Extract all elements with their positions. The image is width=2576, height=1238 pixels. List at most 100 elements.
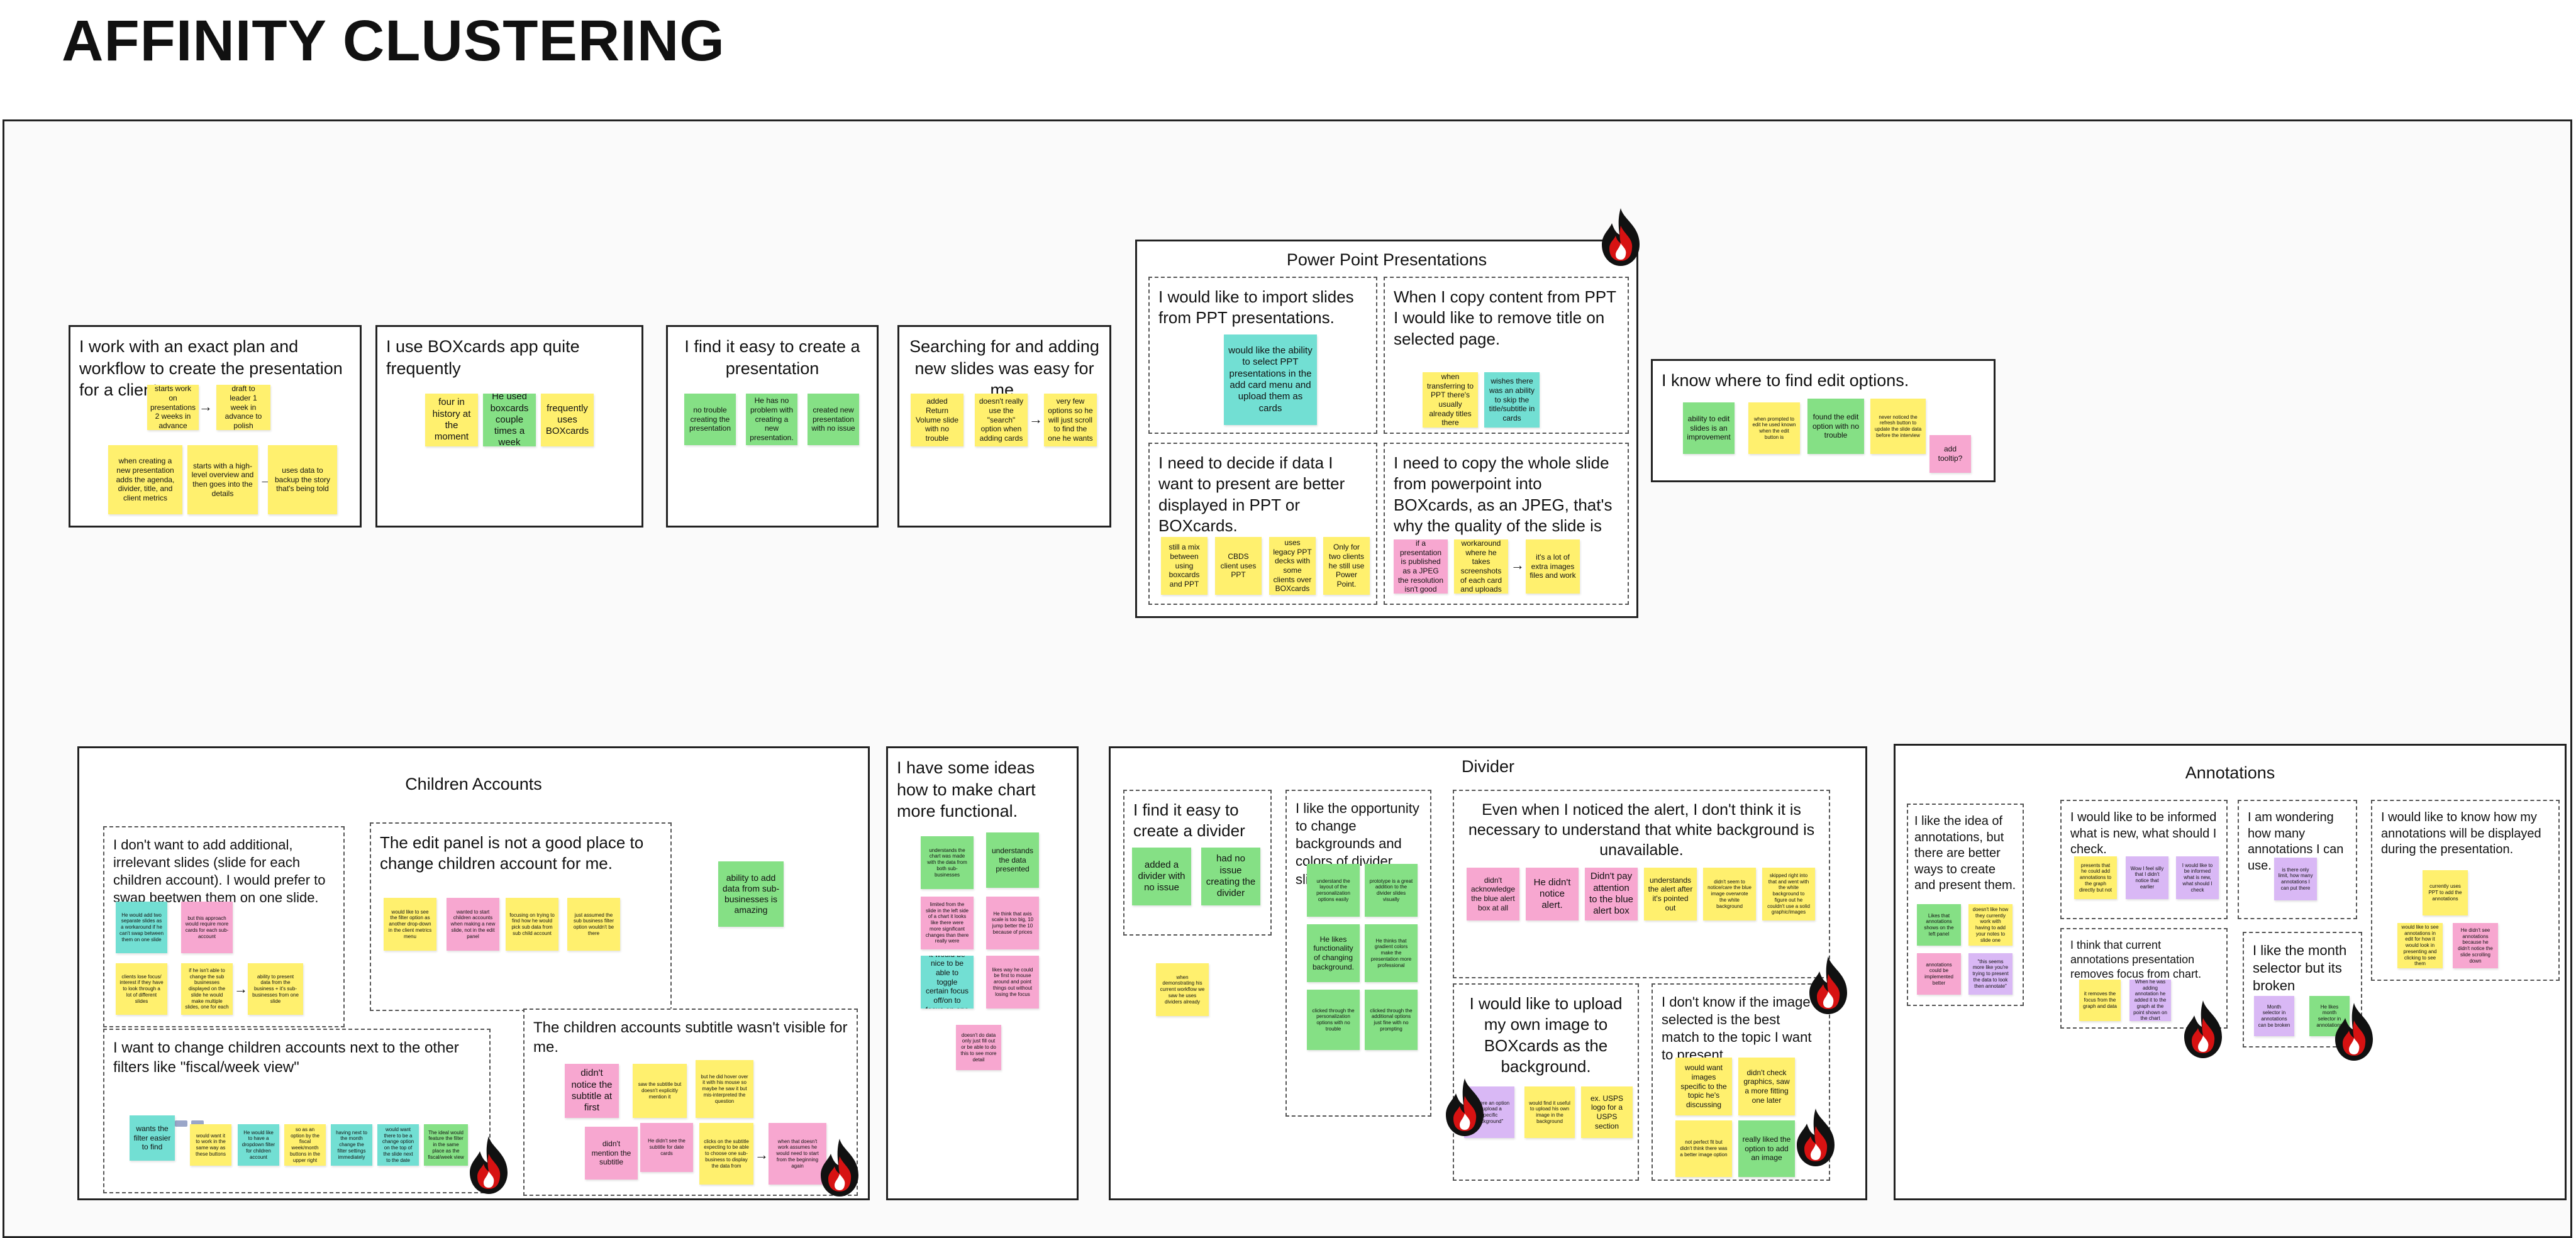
sticky-note[interactable]: when demonstrating his current workflow … [1156,963,1209,1016]
sticky-note[interactable]: would like the ability to select PPT pre… [1224,334,1317,425]
sticky-note[interactable]: still a mix between using boxcards and P… [1161,537,1208,595]
group-month-selector[interactable]: I like the month selector but its broken… [2243,932,2362,1047]
sticky-note[interactable]: understand the layout of the personaliza… [1307,864,1360,917]
sticky-note[interactable]: uses data to backup the story that's bei… [268,445,337,514]
frame-annotations[interactable]: Annotations I like the idea of annotatio… [1894,744,2567,1200]
sticky-note[interactable]: would like to see annotations in edit fo… [2397,923,2443,968]
sticky-note[interactable]: prototype is a great addition to the div… [1365,864,1418,917]
sticky-note[interactable]: no trouble creating the presentation [684,394,736,445]
sticky-note[interactable]: understands the data presented [986,832,1039,888]
sticky-note[interactable]: uses legacy PPT decks with some clients … [1269,537,1316,595]
sticky-note[interactable]: starts with a high-level overview and th… [187,445,258,514]
sticky-note[interactable]: ex. USPS logo for a USPS section [1581,1086,1633,1138]
group-edit-panel[interactable]: The edit panel is not a good place to ch… [370,822,672,1011]
frame-power-point[interactable]: Power Point Presentations I would like t… [1135,240,1638,618]
frame-easy-create[interactable]: I find it easy to create a presentation … [666,325,879,528]
group-ppt-or-boxcards[interactable]: I need to decide if data I want to prese… [1148,443,1377,605]
sticky-note[interactable]: has a workaround where he takes screensh… [1454,539,1508,594]
sticky-note[interactable]: didn't notice the subtitle at first [565,1064,619,1118]
sticky-note[interactable]: CBDS client uses PPT [1215,537,1262,595]
sticky-note[interactable]: wanted to start children accounts when m… [447,898,499,951]
group-display-during[interactable]: I would like to know how my annotations … [2371,800,2560,981]
sticky-note[interactable]: add tooltip? [1929,435,1971,473]
frame-divider[interactable]: Divider I find it easy to create a divid… [1109,746,1867,1200]
sticky-note[interactable]: when creating a new presentation adds th… [108,445,182,514]
sticky-note[interactable]: really liked the option to add an image [1738,1120,1795,1177]
sticky-note[interactable]: annotations could be implemented better [1917,953,1961,995]
frame-children-accounts[interactable]: Children Accounts I don't want to add ad… [77,746,870,1200]
group-upload-image[interactable]: I would like to upload my own image to B… [1453,983,1639,1181]
sticky-note[interactable]: Only for two clients he still use Power … [1323,537,1370,595]
sticky-note[interactable]: presents that he could add annotations t… [2074,856,2117,899]
sticky-note[interactable]: doesn't like how they currently work wit… [1968,904,2012,946]
sticky-note[interactable]: if he isn't able to change the sub busin… [181,963,233,1015]
sticky-note[interactable]: doesn't do data only just fill out or be… [956,1025,1001,1070]
sticky-note[interactable]: clicked through the personalization opti… [1307,990,1360,1050]
sticky-note[interactable]: He didn't notice alert. [1526,868,1579,920]
sticky-note[interactable]: The ideal would feature the filter in th… [424,1124,468,1166]
sticky-note[interactable]: would want it to work in the same way as… [190,1124,231,1166]
sticky-note[interactable]: likes way he could be first to mouse aro… [986,956,1039,1009]
sticky-note[interactable]: skipped right into that and went with th… [1762,868,1815,920]
sticky-note[interactable]: having next to the month change the filt… [331,1124,372,1166]
sticky-note[interactable]: He has no problem with creating a new pr… [746,394,797,445]
sticky-note[interactable]: wishes there was an ability to skip the … [1484,372,1540,428]
group-copy-whole-slide[interactable]: I need to copy the whole slide from powe… [1384,443,1629,605]
sticky-note[interactable]: He would add two separate slides as a wo… [116,902,167,953]
sticky-note[interactable]: I would like to be informed what is new,… [2176,856,2219,899]
sticky-note[interactable]: He didn't see the subtitle for date card… [640,1123,693,1172]
sticky-note[interactable]: would like to see the filter option as a… [384,898,436,951]
sticky-note[interactable]: would find it useful to upload his own i… [1524,1086,1575,1138]
sticky-note[interactable]: He didn't see annotations because he did… [2453,923,2498,968]
group-removes-focus[interactable]: I think that current annotations present… [2060,928,2228,1029]
sticky-note[interactable]: Wow I feel silly that I didn't notice th… [2126,856,2168,899]
sticky-note[interactable]: Likes that annotations shows on the left… [1917,904,1961,946]
sticky-note[interactable]: didn't acknowledge the blue alert box at… [1467,868,1519,920]
sticky-note[interactable]: understands the alert after it's pointed… [1644,868,1697,920]
group-import-slides[interactable]: I would like to import slides from PPT p… [1148,277,1377,434]
sticky-note[interactable]: when that doesn't work assumes he would … [769,1123,826,1185]
sticky-note[interactable]: frequently uses BOXcards [541,394,594,446]
group-how-many[interactable]: I am wondering how many annotations I ca… [2238,800,2357,919]
sticky-note[interactable]: so as an option by the fiscal week/month… [284,1124,326,1166]
sticky-note[interactable]: created new presentation with no issue [808,394,859,445]
sticky-note[interactable]: ability to edit slides is an improvement [1683,402,1735,454]
sticky-note[interactable]: when transferring to PPT there's usually… [1423,372,1478,428]
frame-exact-plan[interactable]: I work with an exact plan and workflow t… [69,325,362,528]
frame-searching[interactable]: Searching for and adding new slides was … [897,325,1111,528]
sticky-note[interactable]: would want there to be a change option o… [377,1124,419,1166]
sticky-note[interactable]: had no issue creating the divider [1201,848,1260,905]
frame-boxcards-app[interactable]: I use BOXcards app quite frequently four… [375,325,643,528]
sticky-note[interactable]: When he was adding annotation he added i… [2129,980,2171,1021]
sticky-note[interactable]: when prompted to edit he used known when… [1748,402,1800,454]
sticky-note[interactable]: very few options so he will just scroll … [1044,394,1097,446]
sticky-note[interactable]: limited from the slide in the left side … [921,897,974,949]
sticky-note[interactable]: ability to add data from sub-businesses … [718,861,784,927]
sticky-note[interactable]: just assumed the sub business filter opt… [567,898,620,951]
sticky-note[interactable]: it would be nice to be able to toggle ce… [921,956,974,1009]
group-image-match[interactable]: I don't know if the image I selected is … [1652,983,1830,1181]
sticky-note[interactable]: added a divider with no issue [1132,848,1191,905]
sticky-note[interactable]: didn't check graphics, saw a more fittin… [1738,1058,1795,1115]
group-alert-unnecessary[interactable]: Even when I noticed the alert, I don't t… [1453,790,1830,978]
sticky-note[interactable]: added Return Volume slide with no troubl… [911,394,963,446]
sticky-note[interactable]: Didn't pay attention to the blue alert b… [1585,868,1638,920]
sticky-note[interactable]: He think that axis scale is too big, 10 … [986,897,1039,949]
sticky-note[interactable]: clicks on the subtitle expecting to be a… [699,1123,753,1185]
sticky-note[interactable]: is there only limit, how many annotation… [2274,858,2317,900]
sticky-note[interactable]: not perfect fit but didn't think there w… [1675,1120,1732,1177]
sticky-note[interactable]: it's a lot of extra images files and wor… [1526,539,1580,594]
group-idea-annotations[interactable]: I like the idea of annotations, but ther… [1907,804,2024,1006]
sticky-note[interactable]: if a presentation is published as a JPEG… [1394,539,1448,594]
group-informed-new[interactable]: I would like to be informed what is new,… [2060,800,2228,919]
sticky-note[interactable]: presents a draft to leader 1 week in adv… [216,385,270,430]
sticky-note[interactable]: "this seems more like you're trying to p… [1968,953,2012,995]
sticky-note[interactable]: clicked through the additional options j… [1365,990,1418,1050]
sticky-note[interactable]: four in history at the moment [425,394,478,446]
sticky-note[interactable]: He would like to have a dropdown filter … [238,1124,279,1166]
group-backgrounds-colors[interactable]: I like the opportunity to change backgro… [1285,790,1431,1117]
group-irrelevant-slides[interactable]: I don't want to add additional, irreleva… [103,826,345,1027]
sticky-note[interactable]: it removes the focus from the graph and … [2079,980,2121,1021]
sticky-note[interactable]: clients lose focus/ interest if they hav… [116,963,167,1015]
sticky-note[interactable]: He thinks that gradient colors make the … [1365,924,1418,982]
